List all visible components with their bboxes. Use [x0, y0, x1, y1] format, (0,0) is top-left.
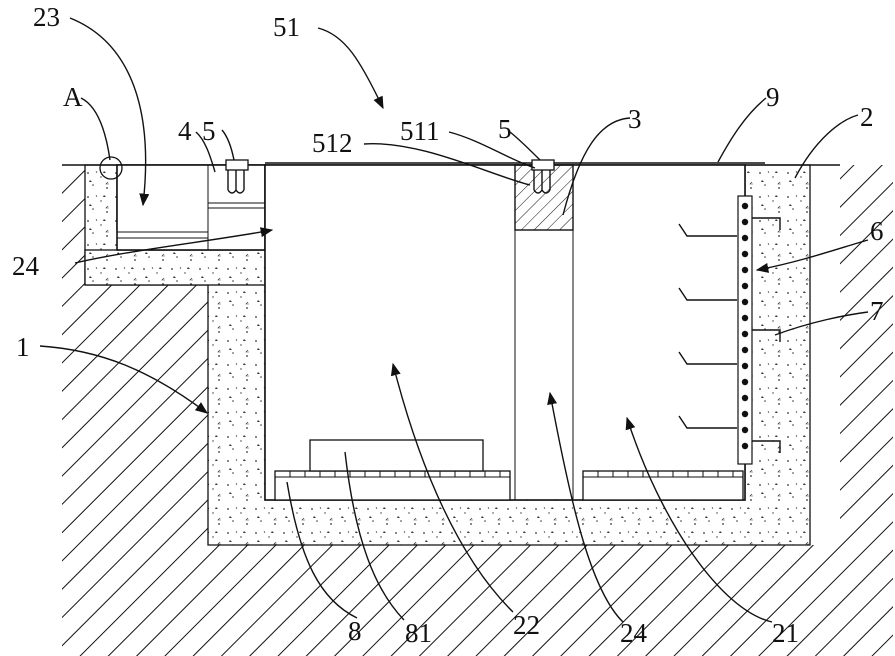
label-7: 7 [870, 296, 884, 326]
bottom-grate-left [275, 471, 510, 500]
label-23: 23 [33, 2, 60, 32]
label-3: 3 [628, 104, 642, 134]
label-4: 4 [178, 116, 192, 146]
wall-ladder [738, 196, 752, 464]
label-22: 22 [513, 610, 540, 640]
label-24-left: 24 [12, 251, 40, 281]
label-6: 6 [870, 216, 884, 246]
label-5-right: 5 [498, 114, 512, 144]
label-24-bottom: 24 [620, 618, 648, 648]
side-chamber [117, 165, 265, 250]
label-1: 1 [16, 332, 30, 362]
equipment-unit [310, 440, 483, 471]
label-5-left: 5 [202, 116, 216, 146]
label-21: 21 [772, 618, 799, 648]
label-a: A [63, 82, 83, 112]
label-81: 81 [405, 618, 432, 648]
label-9: 9 [766, 82, 780, 112]
label-512: 512 [312, 128, 353, 158]
label-51: 51 [273, 12, 300, 42]
bottom-grate-right [583, 471, 743, 500]
label-8: 8 [348, 616, 362, 646]
label-2: 2 [860, 102, 874, 132]
label-511: 511 [400, 116, 440, 146]
